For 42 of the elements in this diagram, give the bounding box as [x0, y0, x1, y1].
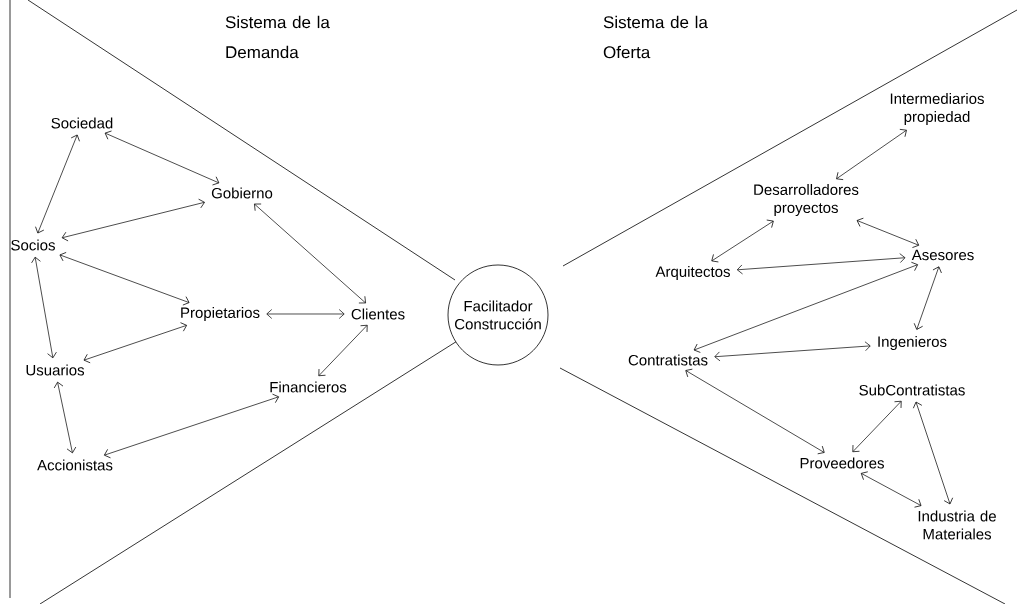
- node-text: Asesores: [911, 249, 974, 261]
- node-text: Industria de Materiales: [918, 510, 996, 540]
- double-arrow: [254, 203, 366, 304]
- node-text: Usuarios: [26, 364, 85, 376]
- node-text: Arquitectos: [655, 266, 730, 280]
- node-text: Contratistas: [628, 354, 708, 366]
- double-arrow: [59, 252, 190, 306]
- double-arrow: [852, 400, 902, 453]
- node-text: Propietarios: [181, 307, 260, 321]
- circle-node: Facilitador Construcción: [447, 264, 549, 366]
- double-arrow: [913, 266, 942, 330]
- double-arrow: [104, 393, 279, 459]
- heading: Sistema de la Demanda: [225, 15, 330, 59]
- node-text: Ingenieros: [878, 336, 947, 350]
- double-arrow: [860, 471, 922, 508]
- double-arrow: [736, 253, 906, 275]
- node-text: Intermediarios propiedad: [890, 93, 984, 125]
- double-arrow: [53, 381, 77, 454]
- double-arrow: [913, 401, 954, 505]
- double-arrow: [35, 134, 80, 234]
- double-arrow: [836, 129, 907, 180]
- double-arrow: [61, 198, 205, 242]
- node-text: Socios: [11, 239, 55, 251]
- double-arrow: [711, 219, 774, 263]
- double-arrow: [714, 341, 871, 362]
- node-text: SubContratistas: [859, 384, 965, 396]
- double-arrow: [104, 130, 220, 186]
- double-arrow: [693, 261, 918, 353]
- double-arrow: [31, 256, 57, 359]
- node-text: Accionistas: [37, 459, 113, 471]
- heading: Sistema de la Oferta: [603, 15, 708, 59]
- node-text: Sociedad: [51, 117, 113, 129]
- double-arrow: [266, 309, 345, 319]
- node-text: Clientes: [351, 308, 405, 320]
- node-text: Gobierno: [211, 187, 273, 199]
- double-arrow: [856, 217, 920, 248]
- double-arrow: [685, 368, 825, 455]
- node-text: Financieros: [270, 381, 347, 393]
- node-text: Proveedores: [800, 457, 884, 469]
- double-arrow: [83, 322, 187, 364]
- double-arrow: [318, 324, 368, 377]
- node-text: Desarrolladores proyectos: [754, 184, 859, 216]
